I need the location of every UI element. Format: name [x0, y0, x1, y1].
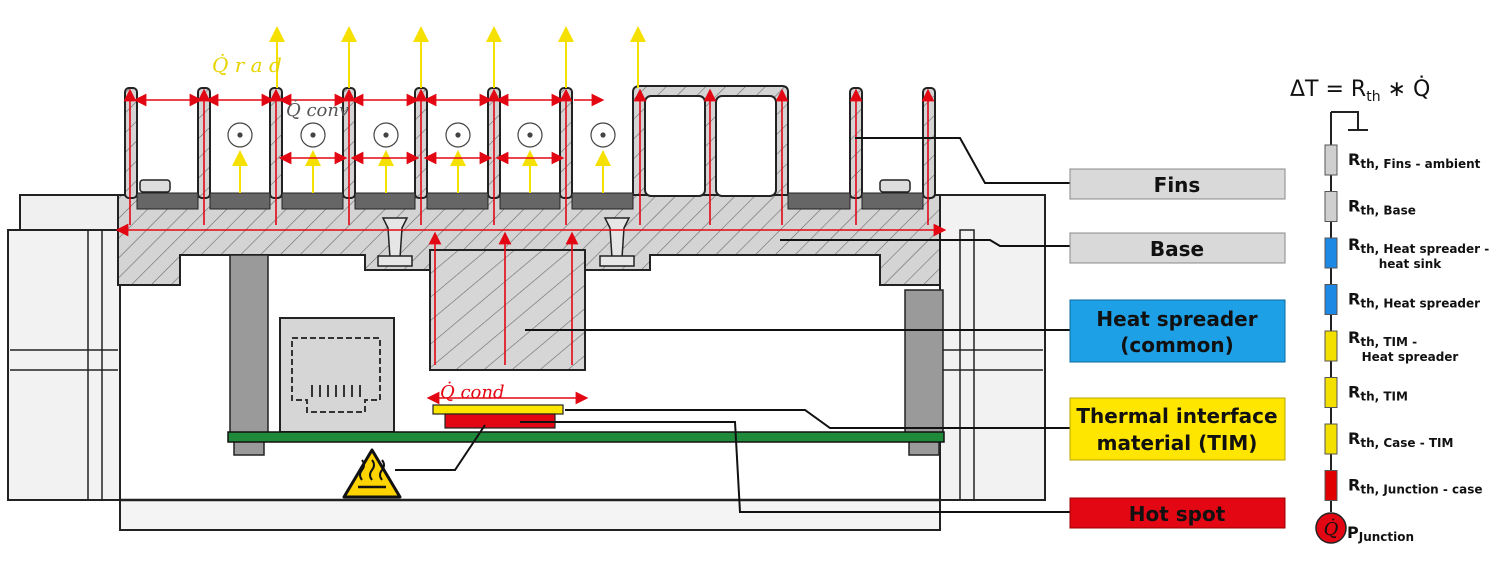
pcb-board — [227, 431, 945, 443]
leader-lines — [395, 137, 1070, 513]
source-label-main: P — [1347, 523, 1359, 542]
label-heat-spreader-line2: (common) — [1120, 333, 1234, 357]
resistor-4 — [1324, 330, 1338, 362]
resistor-label2-4: Heat spreader — [1362, 350, 1459, 364]
label-heat-spreader: Heat spreader (common) — [1069, 299, 1286, 363]
resistor-2 — [1324, 237, 1338, 269]
svg-text:PJunction: PJunction — [1347, 523, 1414, 544]
resistor-label-3: Rth, Heat spreader — [1348, 290, 1480, 311]
conduction-arrows — [115, 88, 947, 405]
resistor-label-7: Rth, Junction - case — [1348, 476, 1482, 497]
resistor-1 — [1324, 191, 1338, 222]
label-tim-line2: material (TIM) — [1097, 431, 1258, 455]
label-fins-text: Fins — [1154, 173, 1201, 197]
radiation-arrows — [269, 26, 646, 88]
formula-sub: th — [1366, 89, 1380, 105]
heat-source-q: Q̇ — [1324, 518, 1339, 540]
resistor-3 — [1324, 284, 1338, 315]
housing — [7, 194, 1046, 531]
svg-text:ΔT = Rth ∗ Q̇: ΔT = Rth ∗ Q̇ — [1290, 76, 1430, 105]
resistor-label-6: Rth, Case - TIM — [1348, 429, 1453, 450]
resistor-label-4: Rth, TIM - — [1348, 328, 1417, 349]
source-label-sub: Junction — [1358, 530, 1414, 544]
hot-surface-warning-icon — [342, 448, 402, 499]
formula: ΔT = Rth ∗ Q̇ — [1290, 76, 1430, 105]
q-rad-label: Q̇ r a d — [212, 53, 282, 77]
label-tim-line1: Thermal interface — [1076, 404, 1277, 428]
q-cond-label: Q̇ cond — [440, 381, 505, 403]
label-hot-spot: Hot spot — [1069, 497, 1286, 529]
resistor-5 — [1324, 377, 1338, 408]
rj45-connector-icon — [279, 317, 395, 433]
resistor-6 — [1324, 423, 1338, 455]
resistor-label-0: Rth, Fins - ambient — [1348, 150, 1481, 171]
label-hot-spot-text: Hot spot — [1129, 502, 1226, 526]
label-base: Base — [1069, 232, 1286, 264]
resistor-label-5: Rth, TIM — [1348, 383, 1408, 404]
label-fins: Fins — [1069, 168, 1286, 200]
q-conv-label: Q̇ conv — [286, 99, 349, 121]
airflow-out-of-page-icons — [227, 122, 616, 148]
resistor-0 — [1324, 144, 1338, 176]
tim-layer — [432, 404, 564, 415]
heat-spreader-block — [429, 249, 586, 371]
heat-source-symbol — [1315, 512, 1347, 544]
formula-rhs: ∗ Q̇ — [1381, 76, 1431, 102]
label-base-text: Base — [1150, 237, 1204, 261]
label-heat-spreader-line1: Heat spreader — [1096, 307, 1257, 331]
label-tim: Thermal interface material (TIM) — [1069, 397, 1286, 461]
resistor-7 — [1324, 470, 1338, 501]
resistor-label2-2: heat sink — [1379, 257, 1442, 271]
resistor-label-1: Rth, Base — [1348, 197, 1416, 218]
formula-lhs: ΔT = R — [1290, 77, 1366, 102]
resistor-label-2: Rth, Heat spreader - — [1348, 235, 1489, 256]
